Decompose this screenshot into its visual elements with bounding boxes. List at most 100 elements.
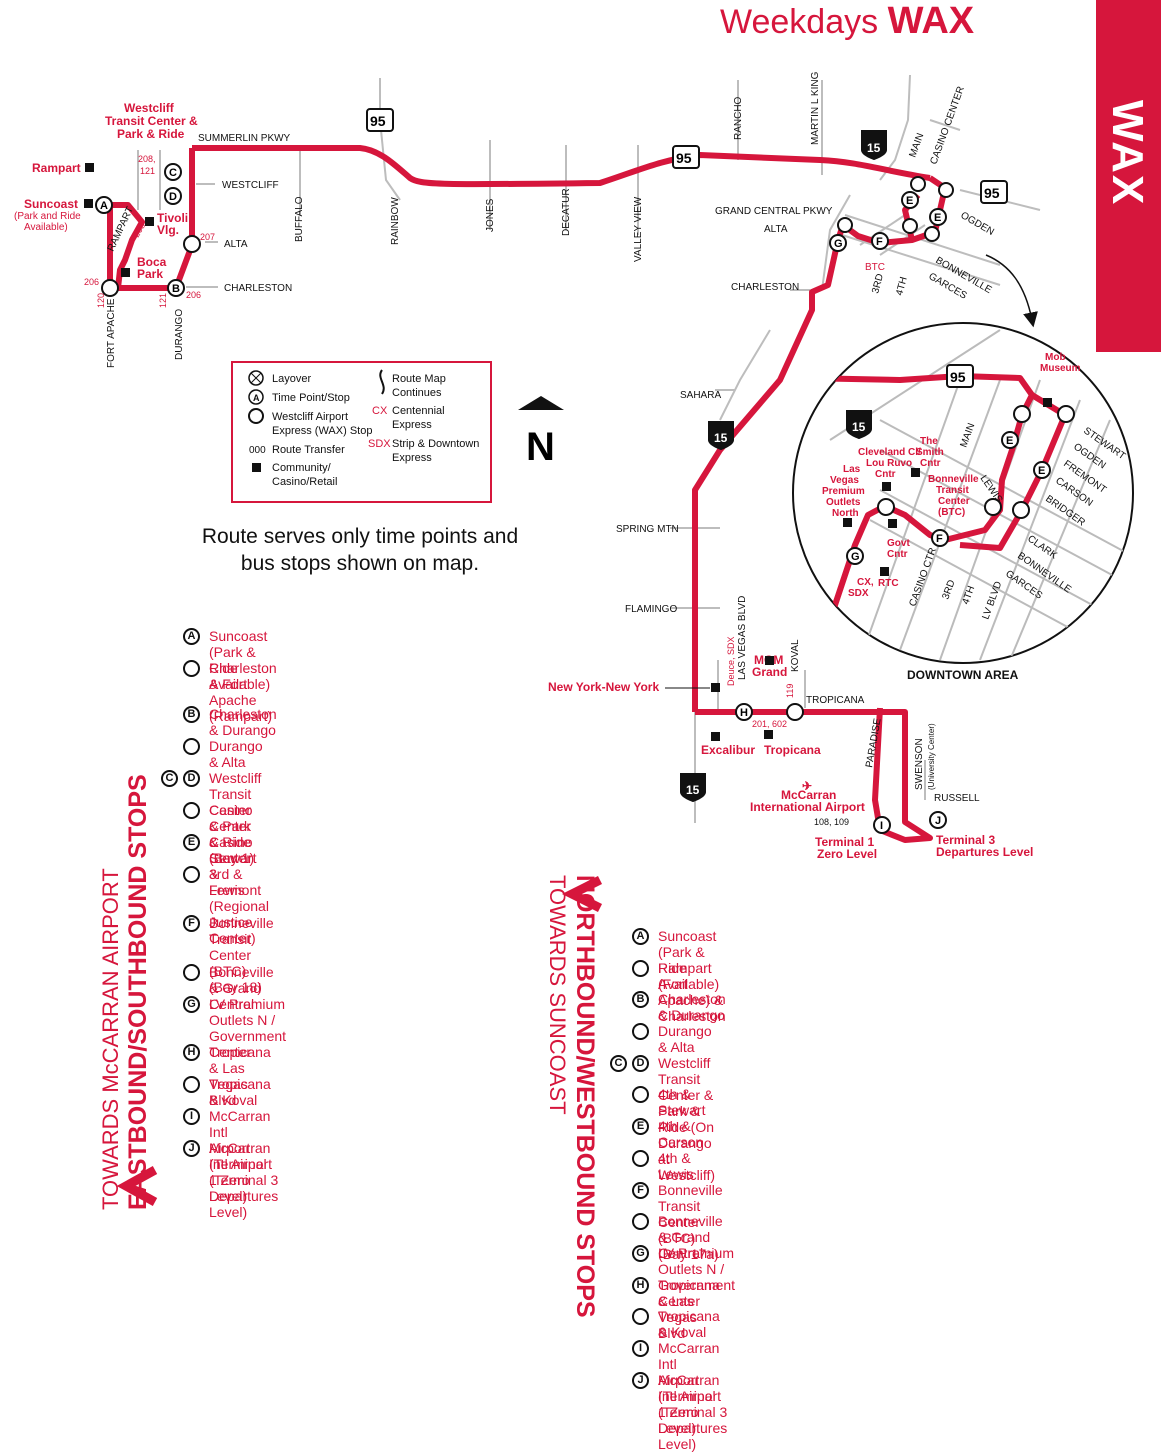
street-fourth: 4TH [894, 276, 910, 297]
community-icon [765, 656, 774, 665]
community-icon [145, 217, 154, 226]
street-russell: RUSSELL [934, 793, 980, 804]
svg-text:A: A [253, 393, 260, 403]
stop-name: LV Premium Outlets N /Government Center [209, 996, 287, 1060]
street-spring-mtn: SPRING MTN [616, 524, 679, 535]
svg-text:D: D [169, 191, 177, 203]
place-tivoli-1: Tivoli [157, 211, 188, 225]
place-suncoast-3: Available) [24, 222, 68, 233]
svg-text:Cleveland Cl/: Cleveland Cl/ [858, 447, 921, 458]
svg-text:E: E [1038, 465, 1045, 477]
stop-name: 3rd & Lewis(Regional Justice Center) [209, 866, 269, 946]
svg-text:SDX: SDX [848, 588, 869, 599]
stop-name: McCarran Intl Airport (Terminal 3 Depart… [209, 1140, 279, 1220]
time-point-j: J [929, 811, 947, 829]
svg-text:121: 121 [140, 166, 155, 176]
time-point-c: C [164, 163, 182, 181]
place-tropicana: Tropicana [764, 743, 821, 757]
svg-text:F: F [876, 236, 883, 248]
svg-text:A: A [100, 200, 108, 212]
legend-sdx-2: Express [392, 452, 432, 464]
svg-text:Las: Las [843, 464, 861, 475]
street-btc: BTC [865, 262, 885, 273]
legend-continues-1: Route Map [392, 373, 446, 385]
street-decatur: DECATUR [561, 188, 572, 236]
eastbound-title-2: EASTBOUND/SOUTHBOUND STOPS [124, 774, 152, 1210]
legend-transfer: Route Transfer [272, 444, 345, 456]
time-point-icon: C [610, 1054, 627, 1072]
time-point-e: E [901, 191, 919, 209]
stop-name: Durango & Alta [209, 738, 263, 770]
legend-cx-code: CX [372, 405, 388, 417]
time-point-a: A [95, 196, 113, 214]
street-rainbow: RAINBOW [390, 197, 401, 245]
wax-stop-icon [183, 660, 200, 677]
time-point-icon: G [632, 1244, 649, 1262]
svg-text:C: C [169, 167, 177, 179]
stop-name: 4th & Lewis [658, 1149, 694, 1182]
stop-name: McCarran Intl Airport (Terminal 1 Zero L… [658, 1339, 720, 1436]
i15-shield-icon: 15 [708, 421, 734, 450]
time-point-icon: J [632, 1371, 649, 1389]
wax-stop-icon [183, 866, 200, 883]
stop-name: Charleston & Durango [209, 706, 277, 738]
northbound-title: NORTHBOUND/WESTBOUND STOPS TOWARDS SUNCO… [544, 875, 599, 1435]
legend-wax-stop-2: Express (WAX) Stop [272, 425, 372, 437]
us95-shield-icon: 95 [672, 145, 700, 169]
svg-text:J: J [935, 815, 941, 827]
stop-name: Bonneville & Grand Central [209, 964, 274, 1012]
svg-text:108, 109: 108, 109 [814, 817, 849, 827]
community-icon [85, 163, 94, 172]
svg-text:15: 15 [686, 783, 700, 797]
time-point-icon: E [183, 834, 200, 851]
street-charleston: CHARLESTON [224, 283, 292, 294]
svg-text:15: 15 [714, 431, 728, 445]
stop-name: 4th & Stewart [658, 1086, 706, 1119]
wax-stop-icon [632, 1308, 649, 1326]
street-swenson-sub: (University Center) [927, 723, 936, 790]
airport-icon: ✈ [802, 779, 812, 793]
street-casino-center: CASINO CENTER [928, 85, 966, 166]
legend-sdx-1: Strip & Downtown [392, 438, 479, 450]
svg-text:G: G [834, 238, 843, 250]
time-point-i: I [873, 816, 891, 834]
i15-shield-icon: 15 [861, 130, 887, 160]
legend-time-point: Time Point/Stop [272, 392, 350, 404]
stop-name: Charleston & Durango [658, 991, 726, 1024]
community-icon [711, 683, 720, 692]
eastbound-title-1: TOWARDS McCARRAN AIRPORT [98, 868, 123, 1210]
place-mgm-2: Grand [752, 665, 787, 679]
svg-text:15: 15 [852, 420, 866, 434]
svg-text:Govt: Govt [887, 538, 910, 549]
legend-community-1: Community/ [272, 462, 332, 474]
place-westcliff-1: Westcliff [124, 101, 175, 115]
stop-name: Tropicana & Las Vegas Blvd [658, 1276, 720, 1341]
svg-text:Center: Center [938, 496, 970, 507]
wax-stop-icon [183, 738, 200, 755]
time-point-icon: F [632, 1181, 649, 1199]
legend-wax-stop-1: Westcliff Airport [272, 411, 348, 423]
svg-text:E: E [934, 212, 941, 224]
continues-icon [379, 369, 385, 395]
map-stops: C D A B E E G F H I J [95, 163, 954, 834]
place-labels: Rampart Westcliff Transit Center & Park … [14, 101, 1033, 861]
community-icon [121, 268, 130, 277]
street-grid [137, 74, 1041, 823]
time-point-icon: G [183, 996, 200, 1013]
wax-stop [902, 218, 918, 234]
svg-text:I: I [880, 820, 883, 832]
place-t3-2: Departures Level [936, 845, 1033, 859]
stop-name: Bonneville Transit Center (BTC) (Bay 17a… [658, 1181, 723, 1262]
svg-text:(BTC): (BTC) [938, 507, 965, 518]
time-point-h: H [735, 703, 753, 721]
stop-name: Durango & Alta [658, 1023, 712, 1056]
route-tab-label: WAX [1103, 100, 1152, 207]
svg-text:207: 207 [200, 232, 215, 242]
street-grand-central: GRAND CENTRAL PKWY [715, 206, 833, 217]
wax-stop-icon [183, 802, 200, 819]
stop-name: LV Premium Outlets N / Government Center [658, 1244, 736, 1309]
downtown-label: DOWNTOWN AREA [907, 668, 1019, 682]
street-charleston-2: CHARLESTON [731, 282, 799, 293]
svg-text:208: 208 [131, 221, 147, 239]
svg-text:95: 95 [950, 369, 966, 385]
